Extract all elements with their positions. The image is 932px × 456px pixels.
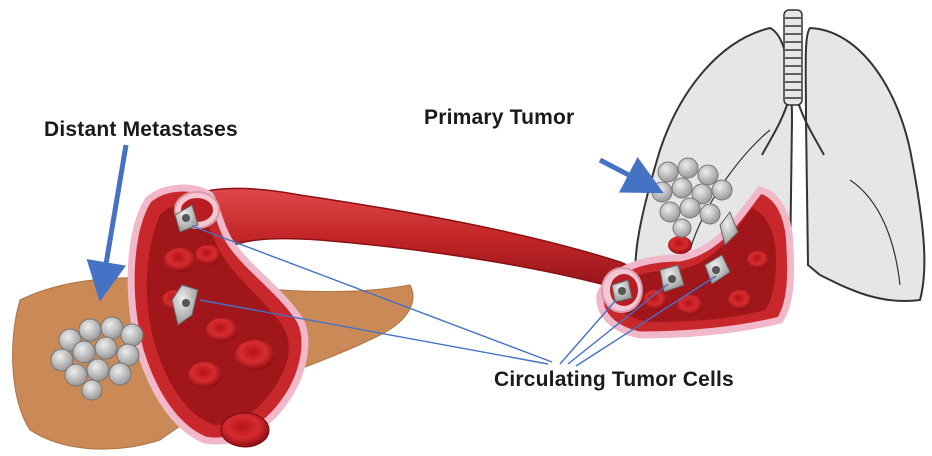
rbc [221,413,269,447]
circulating-tumor-cells-label: Circulating Tumor Cells [494,368,734,392]
primary-tumor-arrow [600,160,646,184]
rbc [668,236,692,254]
primary-tumor-label: Primary Tumor [424,106,574,130]
rbc [188,362,222,388]
rbc [164,248,196,272]
rbc [747,251,769,269]
rbc [206,318,238,342]
rbc [235,340,275,370]
rbc [728,290,752,310]
distant-metastases-label: Distant Metastases [44,118,238,142]
rbc [643,290,667,310]
distant-metastases-arrow [103,145,126,282]
left-lung [806,28,925,301]
rbc [195,245,221,265]
